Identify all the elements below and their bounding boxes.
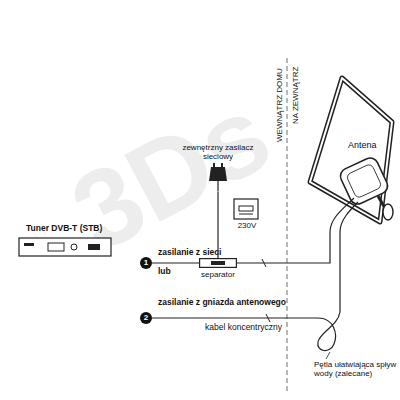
node-text: separator	[199, 268, 237, 279]
loop-antenna	[304, 72, 396, 232]
separator-body	[199, 258, 237, 268]
callout-number: 1	[140, 257, 152, 269]
node-text: Antena	[348, 140, 377, 150]
option-label: zasilanie z sieci	[158, 248, 221, 258]
option-label: lub	[158, 267, 171, 277]
cable-1	[152, 262, 199, 263]
cable-label: kabel koncentryczny	[205, 323, 282, 333]
note-label: Pętla ułatwiająca spływ wody (zalecane)	[314, 360, 398, 378]
cable-2	[152, 232, 340, 351]
socket-node: 230V	[233, 198, 261, 230]
house-wall-line	[286, 58, 287, 392]
cable-connector	[237, 232, 330, 263]
power-adapter-node: zewnętrzny zasilacz sieciowy	[178, 143, 258, 191]
cable-break	[266, 314, 270, 322]
leader-line	[326, 352, 330, 359]
callout-number: 2	[140, 312, 152, 324]
zone-label: NA ZEWNĄTRZ	[291, 67, 300, 124]
tuner-box: Tuner DVB-T (STB)	[18, 224, 118, 258]
separator-box: separator	[199, 258, 237, 279]
node-text: 230V	[233, 220, 261, 230]
antenna-node: Antena	[304, 72, 396, 232]
zone-label: WEWNĄTRZ DOMU	[275, 68, 284, 142]
node-text: Tuner DVB-T (STB)	[18, 224, 118, 236]
power-adapter	[178, 161, 258, 191]
option-label: zasilanie z gniazda antenowego	[158, 298, 286, 308]
node-text: zewnętrzny zasilacz sieciowy	[178, 143, 258, 161]
stb-box	[18, 236, 112, 258]
wall-socket	[233, 198, 259, 220]
